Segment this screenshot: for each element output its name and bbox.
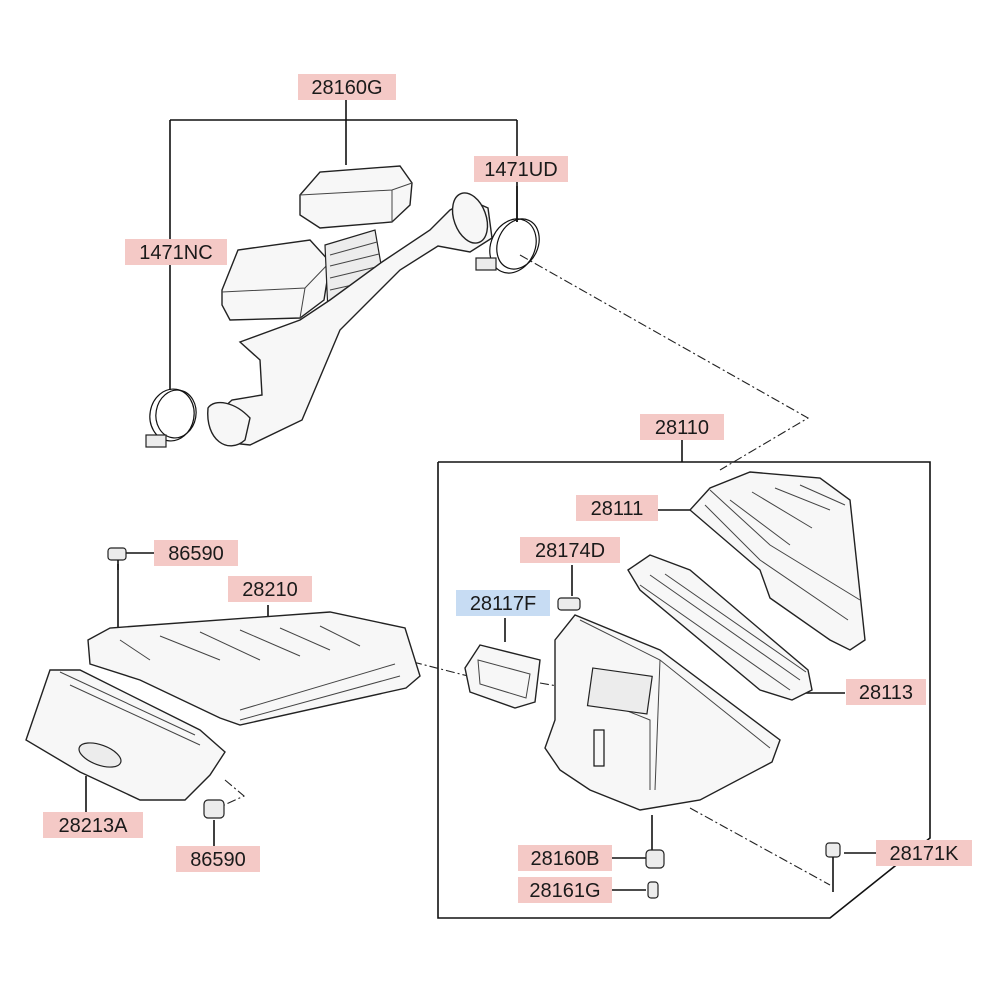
part-number-text: 28160B [531, 848, 600, 870]
part-label-1471ud[interactable]: 1471UD [474, 156, 568, 182]
part-number-text: 86590 [168, 543, 224, 565]
part-label-background [43, 812, 143, 838]
part-number-text: 28113 [859, 682, 913, 704]
part-label-background [518, 845, 612, 871]
grommet-28160b [645, 849, 665, 869]
part-label-background [640, 414, 724, 440]
part-label-background [176, 846, 260, 872]
sensor-plate [464, 644, 541, 709]
part-label-28174d[interactable]: 28174D [520, 537, 620, 563]
part-number-text: 28213A [59, 815, 129, 837]
part-label-background [520, 537, 620, 563]
part-label-background [474, 156, 568, 182]
part-label-background [228, 576, 312, 602]
clip-28174d [557, 597, 581, 611]
part-number-text: 28171K [890, 843, 960, 865]
air-guide-duct [87, 611, 421, 726]
hose-clamp-left [145, 388, 197, 448]
air-cleaner-body [544, 614, 781, 811]
air-intake-duct [207, 165, 493, 447]
part-label-background [154, 540, 238, 566]
part-number-text: 86590 [190, 849, 246, 871]
part-label-86590[interactable]: 86590 [154, 540, 238, 566]
clip-86590-bottom [203, 799, 225, 819]
part-label-background [876, 840, 972, 866]
part-label-28213a[interactable]: 28213A [43, 812, 143, 838]
part-label-background [846, 679, 926, 705]
part-number-text: 28160G [311, 77, 382, 99]
part-number-text: 28117F [470, 593, 536, 615]
part-number-text: 28174D [535, 540, 605, 562]
filter-element [627, 554, 813, 701]
air-cleaner-cover [688, 471, 866, 651]
part-label-background [456, 590, 550, 616]
part-label-28111[interactable]: 28111 [576, 495, 658, 521]
part-label-background [298, 74, 396, 100]
part-label-28117f[interactable]: 28117F [456, 590, 550, 616]
part-label-1471nc[interactable]: 1471NC [125, 239, 227, 265]
part-number-text: 28210 [242, 579, 298, 601]
alignment-lines [117, 254, 831, 886]
part-label-28113[interactable]: 28113 [846, 679, 926, 705]
part-label-86590[interactable]: 86590 [176, 846, 260, 872]
part-label-28110[interactable]: 28110 [640, 414, 724, 440]
part-label-28171k[interactable]: 28171K [876, 840, 972, 866]
part-number-text: 28110 [655, 417, 709, 439]
part-label-background [125, 239, 227, 265]
part-number-text: 1471UD [484, 159, 557, 181]
part-label-28160b[interactable]: 28160B [518, 845, 612, 871]
part-number-text: 28161G [529, 880, 600, 902]
part-label-background [518, 877, 612, 903]
part-label-28161g[interactable]: 28161G [518, 877, 612, 903]
screw-86590-top [107, 547, 127, 570]
part-number-text: 28111 [591, 498, 644, 520]
collar-28161g [647, 881, 659, 899]
part-number-text: 1471NC [139, 242, 212, 264]
bolt-28171k [825, 842, 841, 892]
part-label-28210[interactable]: 28210 [228, 576, 312, 602]
part-label-background [576, 495, 658, 521]
part-label-28160g[interactable]: 28160G [298, 74, 396, 100]
hose-clamp-right [475, 218, 540, 274]
part-labels: 28160G 1471UD 1471NC 28110 28111 28174D 28117F… [43, 74, 972, 903]
lower-cover [25, 669, 226, 801]
